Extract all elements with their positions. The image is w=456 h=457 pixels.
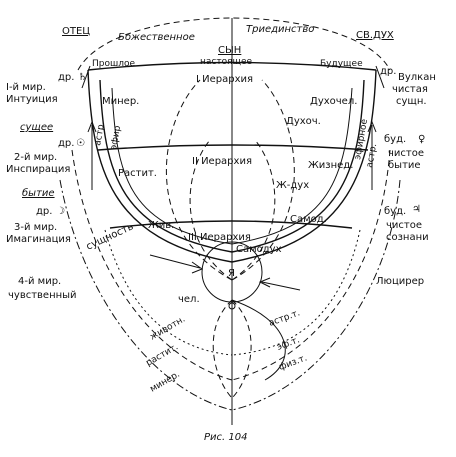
label-pure-being-2: бытие xyxy=(388,160,421,171)
label-pure-being: чистое xyxy=(388,148,424,159)
arrow-to-center-left-head xyxy=(191,261,204,274)
label-left-dr-moon: др. xyxy=(36,206,52,217)
label-zhiznedukh: Жизнед. xyxy=(308,160,353,171)
main-u-curve-third xyxy=(111,87,353,245)
label-left-dr-sat: др. xyxy=(58,72,74,83)
label-miner-center: минер. xyxy=(149,370,182,395)
label-holy-spirit: СВ.ДУХ xyxy=(356,30,394,41)
bottom-lobe-right xyxy=(231,299,252,399)
label-samodukh: Самодух xyxy=(236,244,282,255)
arc-hierarchy-1 xyxy=(87,61,377,71)
label-miner: Минер. xyxy=(102,96,139,107)
arrow-top-right xyxy=(375,65,385,89)
label-ya: Я xyxy=(228,268,235,279)
label-inspiration: Инспирация xyxy=(6,164,70,175)
label-rastit: Растит. xyxy=(118,168,157,179)
label-world3: 3-й мир. xyxy=(14,222,57,233)
label-pure-consciousness: чистое xyxy=(386,220,422,231)
label-intuition: Интуиция xyxy=(6,94,58,105)
label-vulcan: Вулкан xyxy=(398,72,436,83)
lower-dotted-left xyxy=(104,229,233,356)
label-chel: чел. xyxy=(178,294,200,305)
saturn-icon: ♄ xyxy=(78,72,87,83)
label-future: Будущее xyxy=(320,59,363,69)
label-hierarchy-3: III Иерархия xyxy=(188,232,251,243)
label-pure-essence-2: сущн. xyxy=(396,96,427,107)
arrow-right-up-head xyxy=(367,120,377,133)
label-hierarchy-1: I Иерархия xyxy=(196,74,253,85)
venus-icon: ♀ xyxy=(418,134,425,145)
label-suschnost: сущность xyxy=(85,221,136,252)
label-pure-essence: чистая xyxy=(392,84,428,95)
label-bud-venus: буд. xyxy=(384,134,406,145)
label-pure-consciousness-2: сознани xyxy=(386,232,429,243)
label-trinity: Триединство xyxy=(246,24,314,35)
label-bytie: бытие xyxy=(22,187,55,199)
bottom-lobe-wide-right xyxy=(231,299,286,381)
label-rastit-center: растит. xyxy=(145,342,181,368)
label-samod: Самод. xyxy=(290,214,327,225)
inner-dashed-lobe-right xyxy=(231,79,295,281)
arrow-to-center-right-head xyxy=(258,277,271,288)
label-present: настоящее xyxy=(200,57,253,67)
outer-dashdot-left xyxy=(59,179,233,411)
figure-caption: Рис. 104 xyxy=(204,432,247,443)
label-left-dr-sun: др. xyxy=(58,138,74,149)
label-world2: 2-й мир. xyxy=(14,152,57,163)
label-astral-left: астр. xyxy=(93,121,107,147)
label-bud-jupiter: буд. xyxy=(384,206,406,217)
arc-hierarchy-3 xyxy=(109,220,353,229)
label-zhizn-dukh: Ж-дух xyxy=(276,180,309,191)
label-fiz-t: физ.т. xyxy=(278,353,309,372)
small-center-dot xyxy=(228,302,236,310)
label-divine: Божественное xyxy=(118,32,195,43)
label-son: СЫН xyxy=(218,45,241,56)
label-world1: I-й мир. xyxy=(6,82,46,93)
main-u-curve-outer xyxy=(87,69,377,263)
outer-dashdot-right xyxy=(231,179,401,411)
arrow-to-center-right xyxy=(261,281,301,291)
label-right-dr-vulcan: др. xyxy=(380,66,396,77)
label-efir-left: эфир xyxy=(109,125,123,151)
label-hierarchy-2: II Иерархия xyxy=(192,156,252,167)
lower-dotted-right xyxy=(231,229,361,356)
jupiter-icon: ♃ xyxy=(412,204,421,215)
label-zhivotn: животн. xyxy=(149,315,188,343)
label-astr-t: астр.т. xyxy=(268,308,302,328)
label-dukhoch: Духоч. xyxy=(286,116,321,127)
label-father: ОТЕЦ xyxy=(62,26,90,37)
label-imagination: Имагинация xyxy=(6,234,71,245)
arrow-to-center-left xyxy=(149,254,201,269)
center-circle xyxy=(201,241,263,303)
lower-dashed-right xyxy=(231,149,391,381)
main-u-curve-inner xyxy=(99,79,365,253)
label-astral-right: астр. xyxy=(365,143,379,169)
lower-dashed-left xyxy=(71,149,233,381)
arrow-top-left xyxy=(81,65,91,89)
label-world4: 4-й мир. xyxy=(18,276,61,287)
label-ziv: Жив. xyxy=(148,220,174,231)
arrow-left-up-head xyxy=(87,120,97,133)
label-lucifer: Люцирер xyxy=(376,276,424,287)
mid-dashed-lobe-right xyxy=(231,139,276,281)
label-suschee: сущее xyxy=(20,122,53,133)
bottom-lobe-left xyxy=(212,299,233,399)
label-past: Прошлое xyxy=(92,59,135,69)
label-dukhochel: Духочел. xyxy=(310,96,357,107)
mid-dashed-lobe-left xyxy=(189,139,233,281)
arc-hierarchy-2 xyxy=(97,144,369,151)
moon-icon: ☽ xyxy=(56,206,65,217)
label-sensual: чувственный xyxy=(8,290,77,301)
sun-icon: ☉ xyxy=(76,138,85,149)
label-ef-t: эф.т. xyxy=(276,335,302,352)
